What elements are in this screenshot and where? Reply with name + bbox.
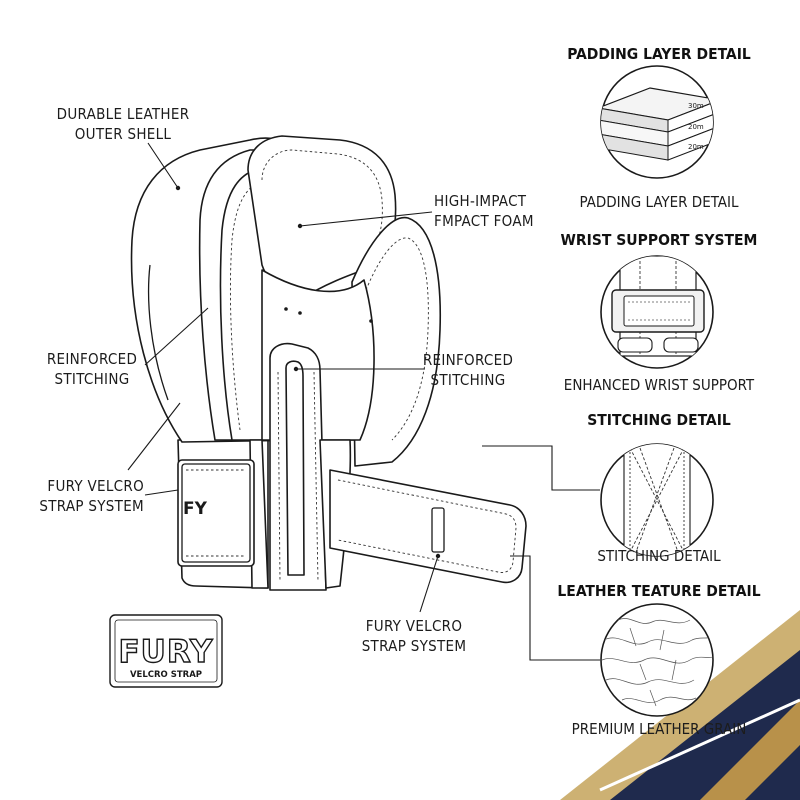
badge-subtitle: VELCRO STRAP xyxy=(130,670,202,680)
extended-strap xyxy=(329,469,527,584)
strap-band xyxy=(177,459,255,567)
glove-illustration: FY xyxy=(130,135,527,591)
heading-padding-layer: PADDING LAYER DETAIL xyxy=(567,45,751,63)
leader-lines xyxy=(127,142,600,661)
fury-badge: FURY VELCRO STRAP xyxy=(109,614,223,688)
padding-detail-illustration: 30m 20m 20m xyxy=(600,65,714,179)
badge-brand-text: FURY xyxy=(119,634,214,670)
callout-velcro-left: FURY VELCRO STRAP SYSTEM xyxy=(39,477,144,515)
callout-impact-foam: HIGH-IMPACT FMPACT FOAM xyxy=(434,192,534,230)
layer-label-middle: 20m xyxy=(688,123,704,131)
callout-outer-shell: DURABLE LEATHER OUTER SHELL xyxy=(56,105,190,143)
heading-stitching: STITCHING DETAIL xyxy=(587,411,731,429)
stitching-detail-illustration xyxy=(600,443,714,557)
caption-wrist-support: ENHANCED WRIST SUPPORT xyxy=(563,376,755,394)
heading-leather-texture: LEATHER TEATURE DETAIL xyxy=(557,582,761,600)
thumb-shape xyxy=(351,216,442,467)
callout-stitching-right: REINFORCED STITCHING xyxy=(422,351,514,389)
callout-velcro-bottom: FURY VELCRO STRAP SYSTEM xyxy=(361,617,467,655)
layer-label-top: 30m xyxy=(688,102,704,110)
wrist-support-illustration xyxy=(600,255,714,369)
leather-detail-illustration xyxy=(600,603,714,717)
caption-leather-grain: PREMIUM LEATHER GRAIN xyxy=(571,720,747,738)
caption-padding-layer: PADDING LAYER DETAIL xyxy=(579,193,739,211)
heading-wrist-support: WRIST SUPPORT SYSTEM xyxy=(560,231,758,249)
caption-stitching: STITCHING DETAIL xyxy=(597,547,721,565)
callout-stitching-left: REINFORCED STITCHING xyxy=(46,350,138,388)
strap-logo: FY xyxy=(183,499,208,519)
layer-label-bottom: 20m xyxy=(688,143,704,151)
